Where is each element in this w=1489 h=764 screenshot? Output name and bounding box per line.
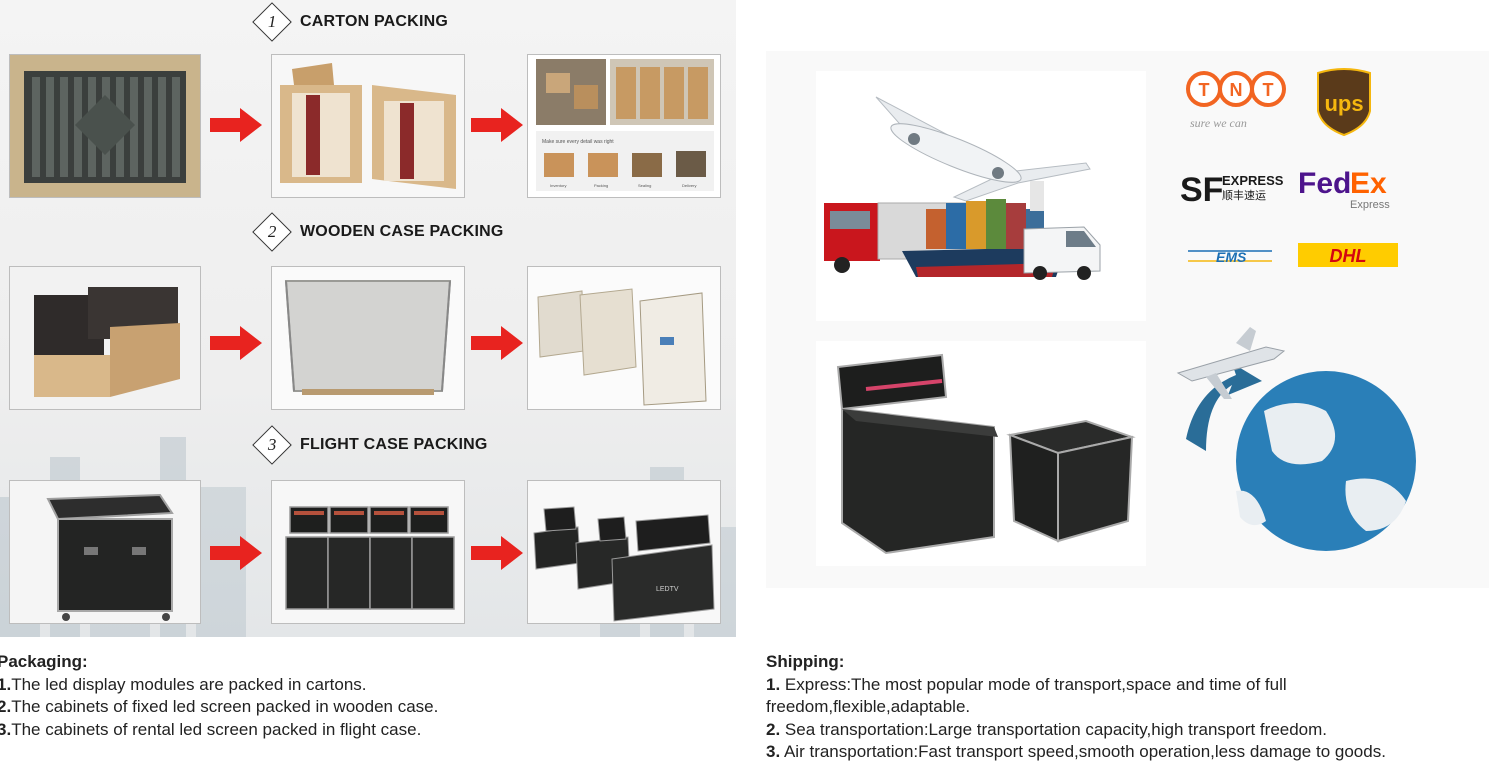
carton-modules-photo <box>9 54 201 198</box>
flight-case-closed-photo <box>9 480 201 624</box>
fedex-fed: Fed <box>1298 167 1351 200</box>
packing-panel: 1 CARTON PACKING <box>0 0 736 637</box>
airplane-icon <box>875 96 1091 202</box>
packaging-item: 2.The cabinets of fixed led screen packe… <box>0 697 439 716</box>
step-number-badge: 1 <box>252 2 292 42</box>
shipping-panel: T N T sure we can ups SF EXPRESS 顺丰速运 Fe… <box>766 51 1489 588</box>
flight-cases-row-photo: LEDTV <box>527 480 721 624</box>
globe-icon <box>1236 371 1416 551</box>
van-icon <box>1023 226 1101 280</box>
sf-chinese-text: 顺丰速运 <box>1222 189 1266 202</box>
carton-detail-caption: Make sure every detail was right <box>542 139 614 145</box>
carton-step-label: Packing <box>594 183 608 188</box>
shipping-illustration: T N T sure we can ups SF EXPRESS 顺丰速运 Fe… <box>766 51 1489 588</box>
packaging-item: 1.The led display modules are packed in … <box>0 674 367 694</box>
dhl-logo: DHL <box>1298 243 1398 267</box>
sf-express-text: EXPRESS <box>1222 173 1284 188</box>
section-heading: FLIGHT CASE PACKING <box>300 436 488 453</box>
flight-case-closed-icon <box>1006 419 1136 543</box>
arrow-right-icon <box>210 536 262 570</box>
sf-express-logo: SF EXPRESS 顺丰速运 <box>1180 171 1284 209</box>
carton-step-label: Inventory <box>550 183 566 188</box>
cabinets-on-wood-photo <box>9 266 201 410</box>
step-number-badge: 2 <box>252 212 292 252</box>
warehouse-photo: Make sure every detail was right Invento… <box>527 54 721 198</box>
small-airplane-icon <box>1176 327 1286 399</box>
ems-logo: EMS <box>1188 249 1272 265</box>
shipping-description: Shipping: 1. Express:The most popular mo… <box>766 651 1386 764</box>
flight-case-open-icon <box>836 353 998 555</box>
carton-step-label: Delivery <box>682 183 696 188</box>
open-flight-cases-photo <box>271 480 465 624</box>
svg-text:T: T <box>1199 80 1210 100</box>
section-heading: WOODEN CASE PACKING <box>300 223 504 240</box>
section-title-carton: 1 CARTON PACKING <box>252 2 448 42</box>
fedex-express-text: Express <box>1350 199 1390 211</box>
carton-step-label: Sealing <box>638 183 651 188</box>
packaging-item: 3.The cabinets of rental led screen pack… <box>0 719 422 739</box>
svg-text:N: N <box>1230 80 1243 100</box>
shipping-item-continued: freedom,flexible,adaptable. <box>766 697 971 716</box>
ups-wordmark: ups <box>1324 91 1363 116</box>
ems-wordmark: EMS <box>1216 249 1247 265</box>
arrow-right-icon <box>210 108 262 142</box>
fedex-logo: Fed Ex Express <box>1298 167 1390 211</box>
wooden-cases-group-photo <box>527 266 721 410</box>
arrow-right-icon <box>210 326 262 360</box>
section-heading: CARTON PACKING <box>300 13 448 30</box>
arrow-right-icon <box>471 536 523 570</box>
section-title-flight: 3 FLIGHT CASE PACKING <box>252 425 488 465</box>
shipping-item: 2. Sea transportation:Large transportati… <box>766 719 1328 739</box>
dhl-wordmark: DHL <box>1330 246 1367 266</box>
shipping-item: 3. Air transportation:Fast transport spe… <box>766 742 1386 761</box>
packaging-heading: Packaging: <box>0 652 88 671</box>
ups-logo: ups <box>1317 68 1371 137</box>
brand-label: LEDTV <box>656 586 679 593</box>
sealed-wooden-case-photo <box>271 266 465 410</box>
open-cartons-photo <box>271 54 465 198</box>
step-number-badge: 3 <box>252 425 292 465</box>
packaging-description: Packaging: 1.The led display modules are… <box>0 651 438 741</box>
shipping-item: 1. Express:The most popular mode of tran… <box>766 674 1287 694</box>
svg-text:T: T <box>1263 80 1274 100</box>
tnt-tagline: sure we can <box>1190 116 1247 130</box>
fedex-ex: Ex <box>1350 167 1387 200</box>
shipping-heading: Shipping: <box>766 652 845 671</box>
section-title-wooden: 2 WOODEN CASE PACKING <box>252 212 504 252</box>
arrow-right-icon <box>471 108 523 142</box>
sf-wordmark: SF <box>1180 171 1223 209</box>
arrow-right-icon <box>471 326 523 360</box>
curved-arrow-icon <box>1186 363 1262 451</box>
tnt-logo: T N T sure we can <box>1186 71 1286 130</box>
